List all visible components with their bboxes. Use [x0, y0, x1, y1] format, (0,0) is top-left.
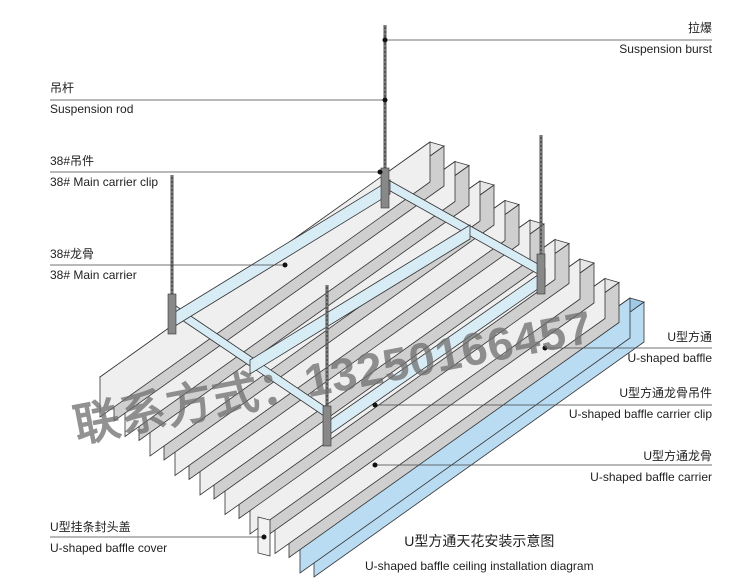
carrier-clip	[380, 167, 390, 209]
leader-dot	[382, 97, 388, 103]
leader-dot	[282, 262, 288, 268]
leader-dot	[382, 37, 388, 43]
leader-dot	[542, 345, 548, 351]
carrier-clip	[536, 253, 546, 295]
leader-dot	[261, 534, 267, 540]
carrier-clip	[167, 293, 177, 335]
leader-dot	[372, 462, 378, 468]
baffle-carrier	[249, 224, 471, 375]
leader-dot	[372, 402, 378, 408]
carrier-clip	[322, 405, 332, 447]
leader-dot	[377, 169, 383, 175]
